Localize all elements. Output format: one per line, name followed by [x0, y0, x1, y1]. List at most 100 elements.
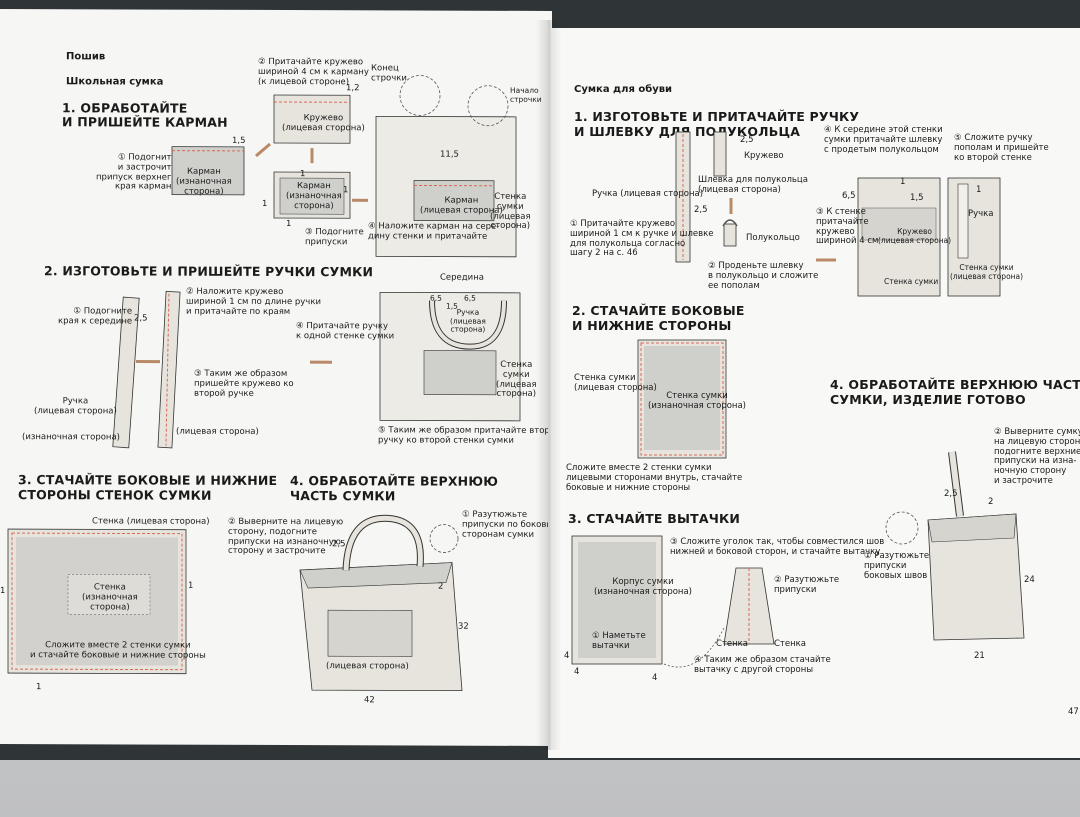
- r-step3-note4: ④ Таким же образом стачайте вытачку с др…: [694, 655, 831, 675]
- r-step1-lace-front: Кружево (лицевая сторона): [878, 227, 952, 245]
- dim-1-5: 1,5: [232, 135, 246, 146]
- step2-note1: ① Подогните края к середине: [58, 306, 133, 327]
- pocket-on-wall: [413, 180, 495, 222]
- step3-note: Сложите вместе 2 стенки сумки и стачайте…: [30, 640, 206, 661]
- step2-wall-front: Стенка сумки (лицевая сторона): [496, 359, 537, 400]
- r-step4-dim-d: 21: [974, 651, 985, 661]
- step1-lace: Кружево (лицевая сторона): [282, 113, 365, 134]
- r-step1-half-ring: Полукольцо: [746, 233, 800, 243]
- r-step2-note: Сложите вместе 2 стенки сумки лицевыми с…: [566, 463, 743, 493]
- wall-2-handle-inner: [430, 300, 506, 349]
- dim-1a: 1: [262, 198, 268, 209]
- step4-title-line1: 4. ОБРАБОТАЙТЕ ВЕРХНЮЮ: [290, 473, 499, 489]
- step2-front-side: (лицевая сторона): [176, 426, 259, 437]
- step2-dim-b: 1,5: [446, 301, 458, 311]
- r-step2-title-line1: 2. СТАЧАЙТЕ БОКОВЫЕ: [572, 303, 745, 318]
- r-body-2-inner: [644, 346, 720, 450]
- r-step3-note3: ③ Сложите уголок так, чтобы совместился …: [670, 537, 885, 557]
- pocket-inner: [279, 177, 345, 215]
- bag-top-fold: [299, 562, 453, 589]
- step1-end-stitch: Конец строчки: [371, 63, 407, 84]
- r-step4-title-line1: 4. ОБРАБОТАЙТЕ ВЕРХНЮЮ ЧАСТЬ: [830, 377, 1080, 392]
- r-step3-dim-b: 4: [574, 667, 580, 677]
- step4-title-line2: ЧАСТЬ СУМКИ: [290, 488, 396, 504]
- r-zoom-circle: [885, 511, 919, 545]
- r-step3-wall-r: Стенка: [774, 639, 807, 649]
- r-step1-dim-c: 6,5: [842, 191, 856, 201]
- r-step3-note1: ① Наметьте вытачки: [592, 631, 646, 651]
- r-step1-dim-a: 2,5: [740, 135, 754, 145]
- r-step1-dim-b: 2,5: [694, 205, 708, 215]
- r-step3-dim-a: 4: [564, 651, 570, 661]
- r-body-2-stitch: [640, 342, 724, 456]
- r-step2-title-line2: И НИЖНИЕ СТОРОНЫ: [572, 318, 732, 333]
- step2-dim-a: 6,5: [430, 293, 442, 303]
- r-step1-lace: Кружево: [744, 151, 784, 161]
- r-step1-dim-e: 1: [900, 177, 906, 187]
- step2-dim: 2,5: [134, 313, 148, 324]
- r-wall-1-lace: [861, 207, 937, 241]
- step2-handle-front2: Ручка (лицевая сторона): [450, 307, 486, 334]
- wall-3-stitch: [11, 532, 183, 671]
- r-wall-2-handle: [957, 183, 969, 259]
- r-step2-wall-wrong: Стенка сумки (изнаночная сторона): [648, 391, 746, 411]
- step1-note4: ④ Наложите карман на сере- дину стенки и…: [368, 221, 500, 242]
- r-bag-handle-inner: [949, 451, 963, 517]
- r-step4-note2: ② Выверните сумку на лицевую сторону, по…: [994, 427, 1080, 486]
- right-diagrams: [571, 131, 1025, 668]
- step2-note4: ④ Притачайте ручку к одной стенке сумки: [296, 321, 395, 342]
- r-step1-loop: Шлевка для полукольца (лицевая сторона): [698, 175, 808, 195]
- handle-strip: [112, 296, 140, 449]
- step1-pocket-wrong: Карман (изнаночная сторона): [176, 166, 232, 197]
- right-subsection-title: Сумка для обуви: [574, 84, 673, 95]
- step2-title: 2. ИЗГОТОВЬТЕ И ПРИШЕЙТЕ РУЧКИ СУМКИ: [44, 263, 374, 280]
- r-step1-dim-d: 1,5: [910, 193, 924, 203]
- wall-3-pocket: [67, 574, 151, 615]
- step2-note2: ② Наложите кружево шириной 1 см по длине…: [186, 286, 321, 317]
- step4-note2: ② Выверните на лицевую сторону, подогнит…: [228, 516, 344, 557]
- r-wall-2: [947, 177, 1001, 297]
- step3-dim-c: 1: [36, 682, 42, 693]
- handle-lace-stitch: [165, 293, 170, 446]
- step3-dim-a: 1: [0, 586, 6, 597]
- step2-handle-front: Ручка (лицевая сторона): [34, 396, 117, 417]
- r-half-ring: [722, 219, 738, 227]
- r-step3-note2: ② Разутюжьте припуски: [774, 575, 840, 595]
- r-step1-handle: Ручка: [968, 209, 994, 219]
- r-step1-note2: ② Проденьте шлевку в полукольцо и сложит…: [708, 261, 819, 291]
- r-body-3-inner: [578, 542, 656, 658]
- dim-1d: 1: [300, 169, 306, 180]
- r-step2-wall-front: Стенка сумки (лицевая сторона): [574, 373, 657, 393]
- step2-dim-c: 6,5: [464, 293, 476, 303]
- step4-dim-a: 2,5: [332, 539, 346, 550]
- r-step1-note4: ④ К середине этой стенки сумки притачайт…: [824, 125, 943, 155]
- bag-pocket: [327, 609, 413, 657]
- step1-pocket-wrong2: Карман (изнаночная сторона): [286, 181, 342, 211]
- r-step1-note1: ① Притачайте кружево шириной 1 см к ручк…: [570, 219, 714, 259]
- r-loop-folded: [723, 223, 737, 247]
- r-loop: [713, 131, 727, 177]
- step3-title-line2: СТОРОНЫ СТЕНОК СУМКИ: [18, 487, 212, 503]
- dim-1b: 1: [343, 185, 349, 196]
- r-step1-title-line1: 1. ИЗГОТОВЬТЕ И ПРИТАЧАЙТЕ РУЧКУ: [574, 109, 860, 124]
- step3-title-line1: 3. СТАЧАЙТЕ БОКОВЫЕ И НИЖНИЕ: [18, 472, 278, 489]
- zoom-circle-1: [399, 75, 441, 116]
- r-dart-arrow: [663, 627, 725, 668]
- r-step4-dim-b: 2: [988, 497, 994, 507]
- step2-note5: ⑤ Таким же образом притачайте вторую руч…: [378, 425, 552, 446]
- r-step1-note5: ⑤ Сложите ручку пополам и пришейте ко вт…: [954, 133, 1049, 163]
- r-bag-top: [927, 513, 1017, 543]
- r-step4-dim-c: 24: [1024, 575, 1035, 585]
- r-step1-note3: ③ К стенке притачайте кружево шириной 4 …: [816, 207, 879, 247]
- step4-dim-d: 42: [364, 695, 375, 706]
- step4-dim-b: 2: [438, 581, 444, 592]
- r-step3-dim-c: 4: [652, 673, 658, 683]
- page-number: 47: [1068, 707, 1079, 717]
- r-step4-note1: ① Разутюжьте припуски боковых швов: [864, 551, 930, 581]
- left-diagrams: [7, 75, 521, 692]
- step4-dim-c: 32: [458, 621, 469, 632]
- dim-1-2: 1,2: [346, 83, 360, 94]
- r-step4-dim-a: 2,5: [944, 489, 958, 499]
- step2-note3: ③ Таким же образом пришейте кружево ко в…: [194, 368, 294, 399]
- r-step3-title: 3. СТАЧАЙТЕ ВЫТАЧКИ: [568, 511, 741, 526]
